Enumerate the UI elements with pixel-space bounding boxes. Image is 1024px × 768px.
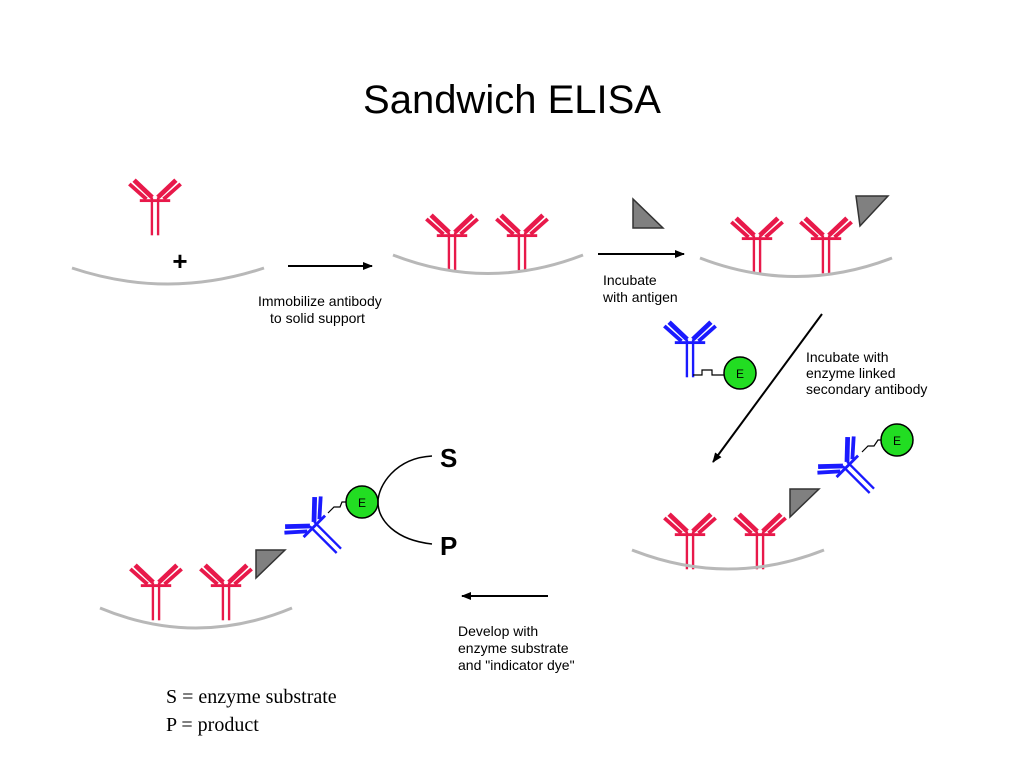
solid-support-icon xyxy=(631,548,825,571)
substrate-label: S xyxy=(440,443,457,473)
page-title: Sandwich ELISA xyxy=(363,78,661,122)
enzyme-icon xyxy=(880,423,914,457)
solid-support-icon xyxy=(71,266,265,286)
enzyme-linker-icon xyxy=(327,501,346,514)
enzyme-icon xyxy=(723,356,757,390)
stage-4-secondary-bound: E xyxy=(631,423,914,571)
capture-antibody-icon xyxy=(200,565,251,620)
secondary-antibody-free: E xyxy=(664,322,757,390)
product-label: P xyxy=(440,531,457,561)
capture-antibody-icon xyxy=(129,180,180,235)
stage-1-free-antibody: + xyxy=(71,180,265,286)
enzyme-label: E xyxy=(358,496,366,510)
caption-secondary: Incubate with enzyme linked secondary an… xyxy=(806,349,927,397)
solid-support-icon xyxy=(699,256,893,278)
solid-support-icon xyxy=(99,606,293,630)
enzyme-label: E xyxy=(736,367,744,381)
enzyme-linker-icon xyxy=(693,369,724,376)
capture-antibody-icon xyxy=(130,565,181,620)
stage-2-immobilized xyxy=(392,215,584,275)
capture-antibody-icon xyxy=(426,215,477,270)
plus-sign: + xyxy=(172,246,187,276)
secondary-antibody-icon xyxy=(815,434,890,509)
caption-immobilize: Immobilize antibody to solid support xyxy=(258,293,386,326)
solid-support-icon xyxy=(392,253,584,275)
secondary-antibody-icon xyxy=(664,322,715,377)
caption-develop: Develop with enzyme substrate and "indic… xyxy=(458,623,575,673)
enzyme-linker-icon xyxy=(861,439,882,453)
antigen-icon xyxy=(255,549,287,580)
stage-5-develop: E S P xyxy=(99,443,457,630)
antigen-icon xyxy=(789,488,821,519)
capture-antibody-icon xyxy=(734,514,785,569)
capture-antibody-icon xyxy=(496,215,547,270)
capture-antibody-icon xyxy=(731,218,782,273)
legend-substrate: S = enzyme substrate xyxy=(166,686,337,708)
legend-product: P = product xyxy=(166,714,259,736)
antigen-icon xyxy=(632,197,665,229)
arrow-step-3-icon xyxy=(712,313,823,463)
enzyme-label: E xyxy=(893,434,901,448)
stage-3-antigen-bound xyxy=(699,195,893,278)
caption-antigen: Incubate with antigen xyxy=(602,272,678,305)
antigen-icon xyxy=(855,195,890,228)
reaction-curve-icon xyxy=(377,455,433,545)
capture-antibody-icon xyxy=(800,218,851,273)
